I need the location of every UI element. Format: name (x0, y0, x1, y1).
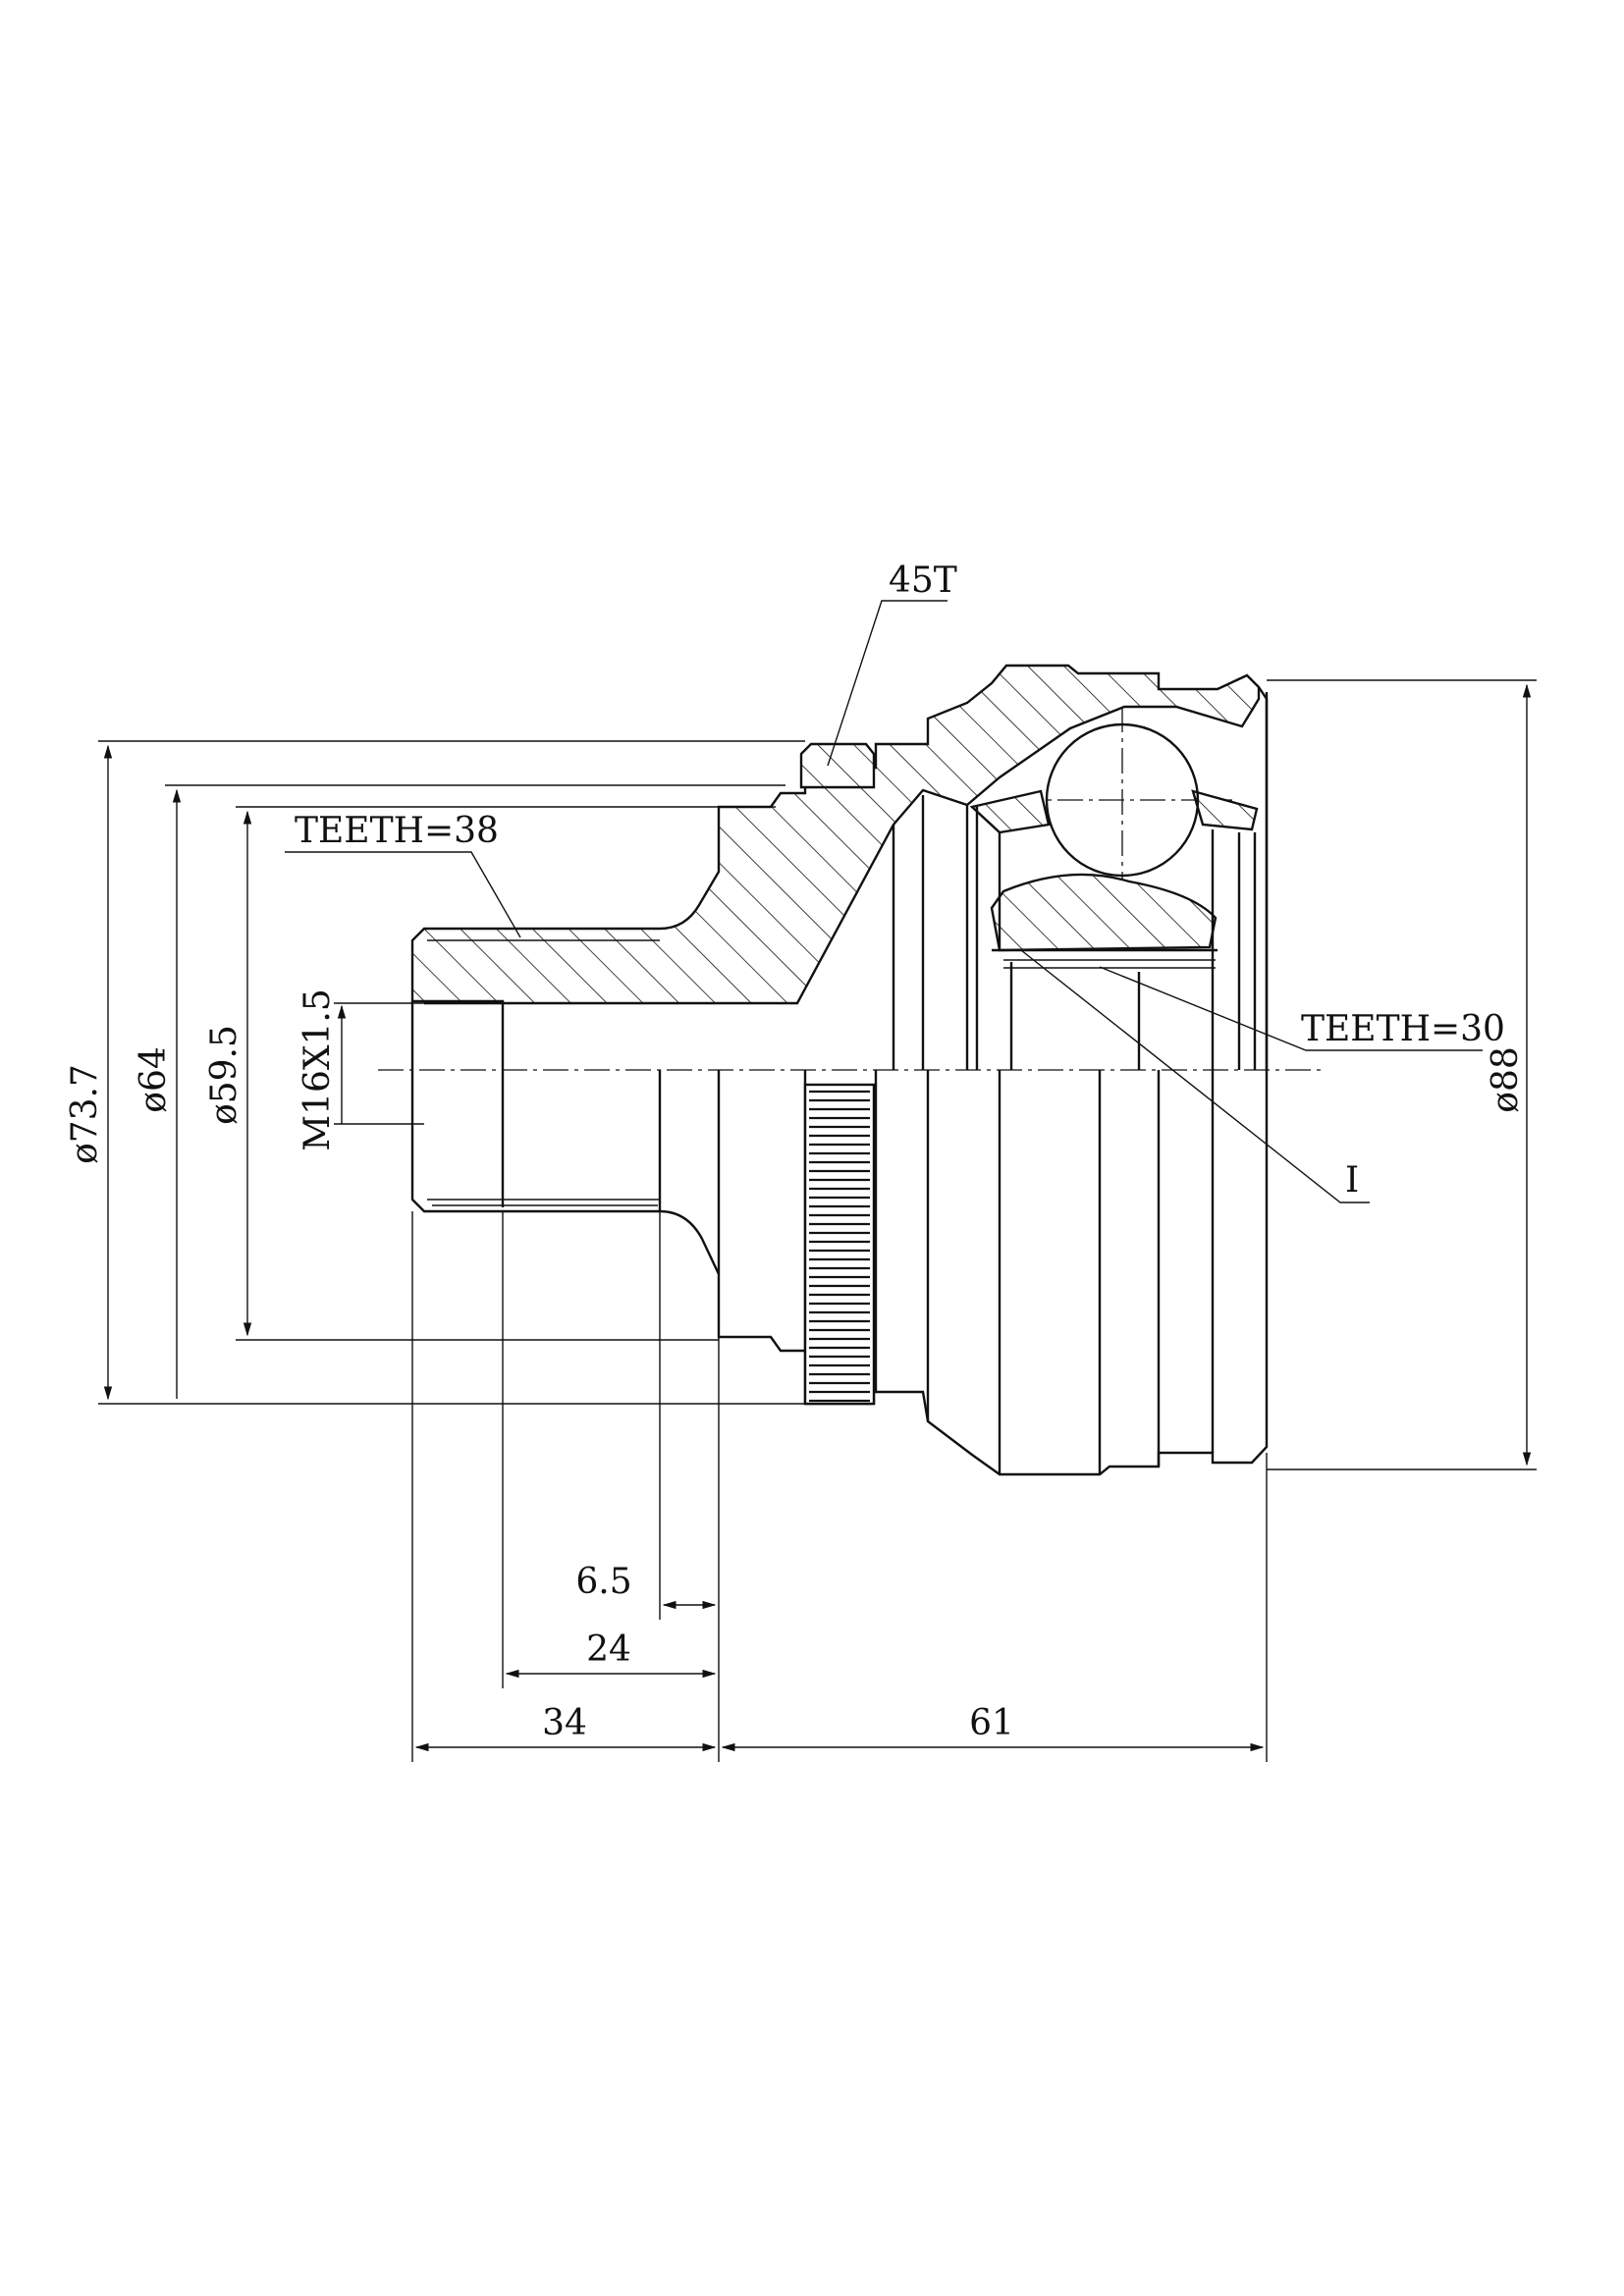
dim-label-61: 61 (969, 1703, 1014, 1743)
dim-label-d64: ø64 (134, 1046, 174, 1112)
dim-label-d73: ø73.7 (65, 1064, 105, 1164)
dim-label-6-5: 6.5 (575, 1562, 631, 1602)
dim-label-d88: ø88 (1486, 1046, 1526, 1112)
leader-teeth-30 (1099, 966, 1483, 1051)
cage-section-right (1191, 789, 1259, 831)
stem-section (410, 664, 1261, 1005)
thread-lines (427, 939, 660, 1206)
dim-label-24: 24 (586, 1629, 631, 1670)
shaft-step (658, 1070, 1269, 1476)
leader-teeth-38 (285, 851, 521, 938)
abs-ring-body (803, 1083, 876, 1406)
label-teeth-38: TEETH=38 (295, 811, 499, 851)
inner-spline-lines (1003, 959, 1216, 969)
leader-45t (827, 600, 947, 767)
dim-label-34: 34 (542, 1703, 587, 1743)
dim-label-d59: ø59.5 (204, 1025, 244, 1125)
bell-outer-upper (892, 686, 1269, 1070)
cage-section-left (969, 789, 1051, 834)
gear-tooth-section (799, 742, 876, 789)
abs-ring-teeth (803, 1083, 876, 1406)
dim-label-thread: M16X1.5 (298, 988, 338, 1151)
label-teeth-30: TEETH=30 (1301, 1009, 1505, 1049)
body-steps-lower (717, 1070, 1215, 1474)
stub-shaft-lower (410, 1001, 660, 1213)
ball (1045, 722, 1200, 878)
label-45t: 45T (889, 561, 957, 601)
inner-race-section (990, 873, 1218, 952)
label-detail-i: I (1345, 1160, 1359, 1201)
leader-detail-i (1020, 949, 1370, 1203)
